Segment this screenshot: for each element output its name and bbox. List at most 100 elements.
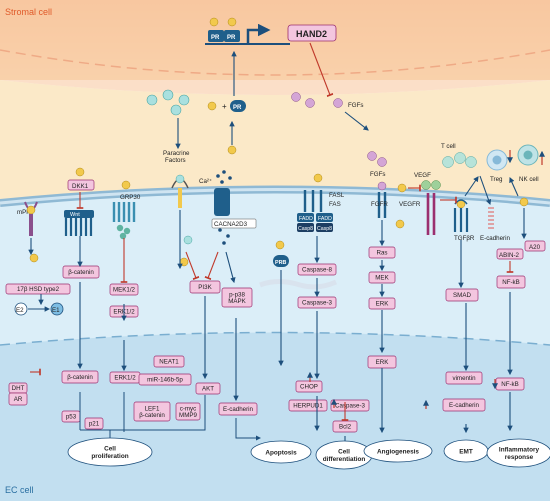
- ecad1-box: E-cadherin: [218, 402, 258, 416]
- calcium-ions: [216, 170, 232, 245]
- calcium-label: Ca²⁺: [199, 178, 212, 185]
- vegfr-label: VEGFR: [399, 201, 421, 208]
- e1-circle: [50, 302, 64, 316]
- pi3k-box: PI3K: [189, 280, 221, 294]
- erk12b-box: ERK1/2: [109, 371, 141, 384]
- herpud1-box: HERPUD1: [288, 399, 328, 412]
- ecadherin-receptor: [488, 207, 494, 229]
- phospho-icon: [227, 17, 237, 27]
- nfkb2-label: NF-kB: [501, 381, 519, 388]
- mir-label: miR-146b-5p: [147, 377, 183, 384]
- ec-nuclear-envelope: [0, 331, 550, 346]
- akt-box: AKT: [195, 382, 221, 395]
- apoptosis-connector: [235, 418, 261, 441]
- cacna2d3-channel: [214, 188, 230, 216]
- wnt-receptor: Wnt: [64, 210, 94, 236]
- fadd-label-2: FADD: [318, 216, 332, 222]
- phospho-icon: [121, 180, 131, 190]
- phospho-icon: [179, 257, 189, 267]
- a20-box: [524, 240, 546, 252]
- p53-box: p53: [61, 410, 81, 423]
- casp3a-box: Caspase-3: [297, 296, 337, 309]
- ar-box: AR: [8, 392, 28, 406]
- fadd-2: [316, 213, 333, 222]
- bcl2-box: Bcl2: [332, 420, 358, 433]
- nk-cell-label: NK cell: [519, 176, 539, 183]
- ar-label: AR: [14, 396, 23, 403]
- e2-circle: [14, 302, 28, 316]
- tgfbr-label: TGFβR: [454, 235, 475, 242]
- phospho-icon: [227, 145, 237, 155]
- ecad1-label: E-cadherin: [223, 406, 253, 413]
- phospho-icon: [75, 167, 85, 177]
- pi3k-label: PI3K: [198, 284, 212, 291]
- prb-label: PRB: [275, 260, 286, 266]
- fasl-label: FASL: [329, 192, 345, 199]
- casp3a-label: Caspase-3: [302, 300, 332, 307]
- stromal-cell-label: Stromal cell: [5, 7, 52, 17]
- chop-box: CHOP: [295, 380, 323, 393]
- vegfr-receptor: [421, 180, 441, 235]
- progesterone-molecules: [146, 89, 190, 116]
- hand2-box: [287, 24, 337, 42]
- casp8-label: Caspase-8: [302, 267, 332, 274]
- fgfs-stroma: [291, 92, 343, 108]
- herpud1-label: HERPUD1: [293, 403, 323, 410]
- vimentin-label: vimentin: [452, 375, 476, 382]
- fadd-label-1: FADD: [299, 216, 313, 222]
- bcat1-label: β-catenin: [68, 269, 94, 276]
- outcome-label-angiogenesis: Angiogenesis: [377, 448, 419, 455]
- phospho-icon: [397, 183, 407, 193]
- fgfr-receptor: [377, 181, 387, 218]
- pr-label-2: PR: [227, 35, 236, 41]
- treg-label: Treg: [490, 176, 503, 183]
- grp30-receptor: [112, 202, 136, 240]
- prb-receptor: [273, 255, 289, 267]
- bcat1-box: β-catenin: [62, 265, 100, 279]
- pr-label-cyto: PR: [233, 105, 242, 111]
- ecad2-box: E-cadherin: [442, 398, 486, 412]
- paracrine-receptor-stem: [178, 188, 182, 208]
- akt-label: AKT: [202, 386, 214, 393]
- hsd-label: 17β HSD type2: [17, 286, 60, 293]
- abin2-label: ABIN-2: [499, 252, 520, 259]
- p21-box: p21: [84, 417, 104, 430]
- pr-dimer-nucleus: PR PR: [205, 17, 290, 45]
- p53-label: p53: [66, 414, 77, 421]
- outcome-emt: EMT: [443, 439, 489, 463]
- casp8-2: [316, 223, 333, 232]
- mek12-box: MEK1/2: [109, 283, 139, 296]
- bcat2-label: β-catenin: [67, 374, 93, 381]
- mpr-label: mPR: [17, 209, 31, 216]
- fgfs-label: FGFs: [348, 102, 363, 109]
- mek-box: MEK: [368, 271, 396, 284]
- hand2-label: HAND2: [296, 29, 327, 39]
- dht-box: DHT: [8, 382, 28, 394]
- erk1-label: ERK: [376, 301, 390, 308]
- smad-label: SMAD: [453, 292, 471, 299]
- mek-label: MEK: [375, 275, 389, 282]
- er-membrane: [259, 279, 338, 290]
- e2-label: E2: [16, 307, 24, 314]
- neat1-label: NEAT1: [159, 359, 179, 366]
- grp30-label: GRP30: [120, 194, 141, 201]
- fas-receptor: [303, 190, 323, 212]
- mek12-label: MEK1/2: [113, 287, 136, 294]
- fadd-1: [297, 213, 314, 222]
- casp3b-label: Caspase-3: [335, 403, 365, 410]
- fgfr-label: FGFR: [371, 201, 388, 208]
- smad-box: SMAD: [445, 288, 479, 302]
- erk1-box: ERK: [368, 297, 396, 310]
- casp3b-box: Caspase-3: [330, 399, 370, 412]
- phospho-icon: [207, 101, 217, 111]
